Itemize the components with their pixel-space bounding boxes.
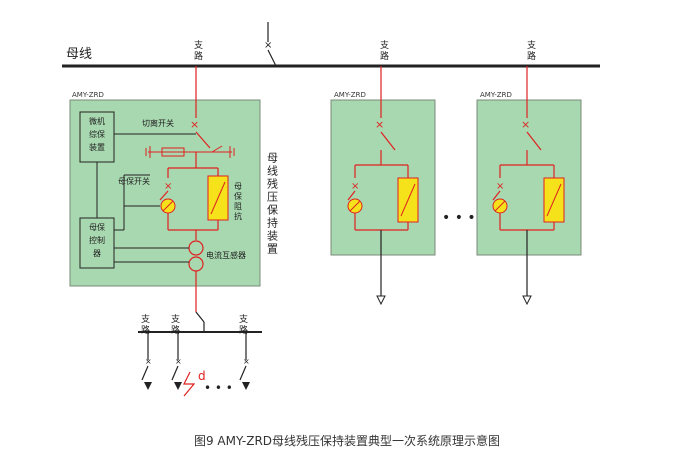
svg-text:微机: 微机 — [89, 116, 105, 126]
svg-text:母保: 母保 — [89, 222, 105, 232]
isolator-switch — [195, 131, 211, 149]
busbar-label: 母线 — [66, 47, 92, 62]
units-ellipsis: • • • — [442, 210, 476, 226]
fault-bolt — [183, 371, 196, 397]
sub-ellipsis: • • • — [204, 381, 233, 395]
sub-branch-label-2: 支路 — [169, 313, 180, 336]
unit-title-2: AMY-ZRD — [334, 91, 366, 99]
coupler-switch — [267, 49, 277, 67]
svg-text:×: × — [496, 181, 504, 192]
sub-branch-label-3: 支路 — [237, 313, 248, 336]
branch-label-2: 支路 — [378, 39, 389, 62]
svg-text:装置: 装置 — [89, 142, 105, 152]
branch-label-3: 支路 — [525, 39, 536, 62]
svg-text:×: × — [175, 357, 182, 366]
fault-label: d — [198, 369, 206, 383]
device-name: 母线残压保持装置 — [266, 152, 279, 256]
resistor-label: 母保阻抗 — [234, 182, 243, 222]
svg-text:控制: 控制 — [89, 235, 105, 245]
svg-text:×: × — [351, 181, 359, 192]
unit-title-1: AMY-ZRD — [72, 91, 104, 99]
unit-title-3: AMY-ZRD — [480, 91, 512, 99]
svg-text:综保: 综保 — [89, 129, 105, 139]
figure-caption: 图9 AMY-ZRD母线残压保持装置典型一次系统原理示意图 — [193, 434, 501, 448]
sub-branch-label-1: 支路 — [139, 313, 150, 336]
svg-text:×: × — [145, 357, 152, 366]
isolator-label: 切离开关 — [142, 118, 174, 128]
ct-label: 电流互感器 — [206, 250, 246, 260]
bus-switch-label: 母保开关 — [118, 176, 150, 186]
svg-text:×: × — [375, 118, 384, 131]
svg-text:×: × — [164, 181, 172, 192]
svg-text:器: 器 — [93, 249, 101, 258]
branch-label-1: 支路 — [192, 39, 203, 62]
svg-text:×: × — [521, 118, 530, 131]
svg-text:×: × — [264, 40, 272, 51]
svg-text:×: × — [243, 357, 250, 366]
computer-box — [79, 111, 115, 163]
svg-text:×: × — [190, 118, 199, 131]
